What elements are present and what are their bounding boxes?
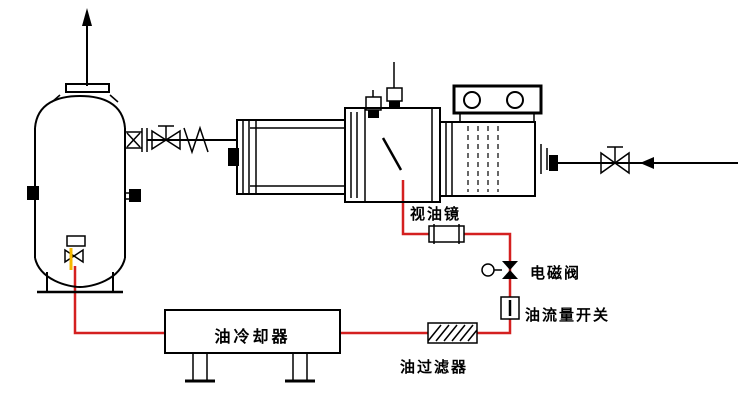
solenoid-valve <box>481 261 518 279</box>
compressor-motor <box>228 119 346 195</box>
vent-arrow-up <box>82 8 92 86</box>
oil-pipe-run <box>73 180 512 335</box>
label-oil-flow-switch: 油流量开关 <box>525 306 611 324</box>
oil-filter <box>427 322 478 344</box>
barrel-dashed-lines <box>467 126 499 192</box>
top-solenoid-valves <box>365 62 403 118</box>
compressor-block <box>344 62 441 203</box>
flex-connector <box>183 125 209 155</box>
label-oil-filter: 油过滤器 <box>400 358 469 376</box>
oil-separator-vessel <box>27 8 148 294</box>
inlet-valve <box>600 146 630 175</box>
inlet-flow-arrow <box>640 157 654 169</box>
oil-cooler <box>164 309 341 383</box>
drain-fitting <box>64 235 86 270</box>
oil-flow-switch <box>500 296 520 320</box>
inlet-line <box>558 146 738 175</box>
separator-barrel <box>439 121 558 197</box>
indicator-needle <box>381 137 403 171</box>
vessel-outlet-nozzle <box>125 128 148 152</box>
mounting-bracket <box>452 84 543 122</box>
suction-line <box>147 125 237 155</box>
label-solenoid-valve: 电磁阀 <box>530 264 582 282</box>
label-oil-cooler: 油冷却器 <box>214 327 291 346</box>
sight-glass <box>428 224 465 244</box>
level-sensor <box>27 186 39 200</box>
label-sight-glass: 视油镜 <box>410 205 462 223</box>
suction-shutoff-valve <box>151 125 209 155</box>
